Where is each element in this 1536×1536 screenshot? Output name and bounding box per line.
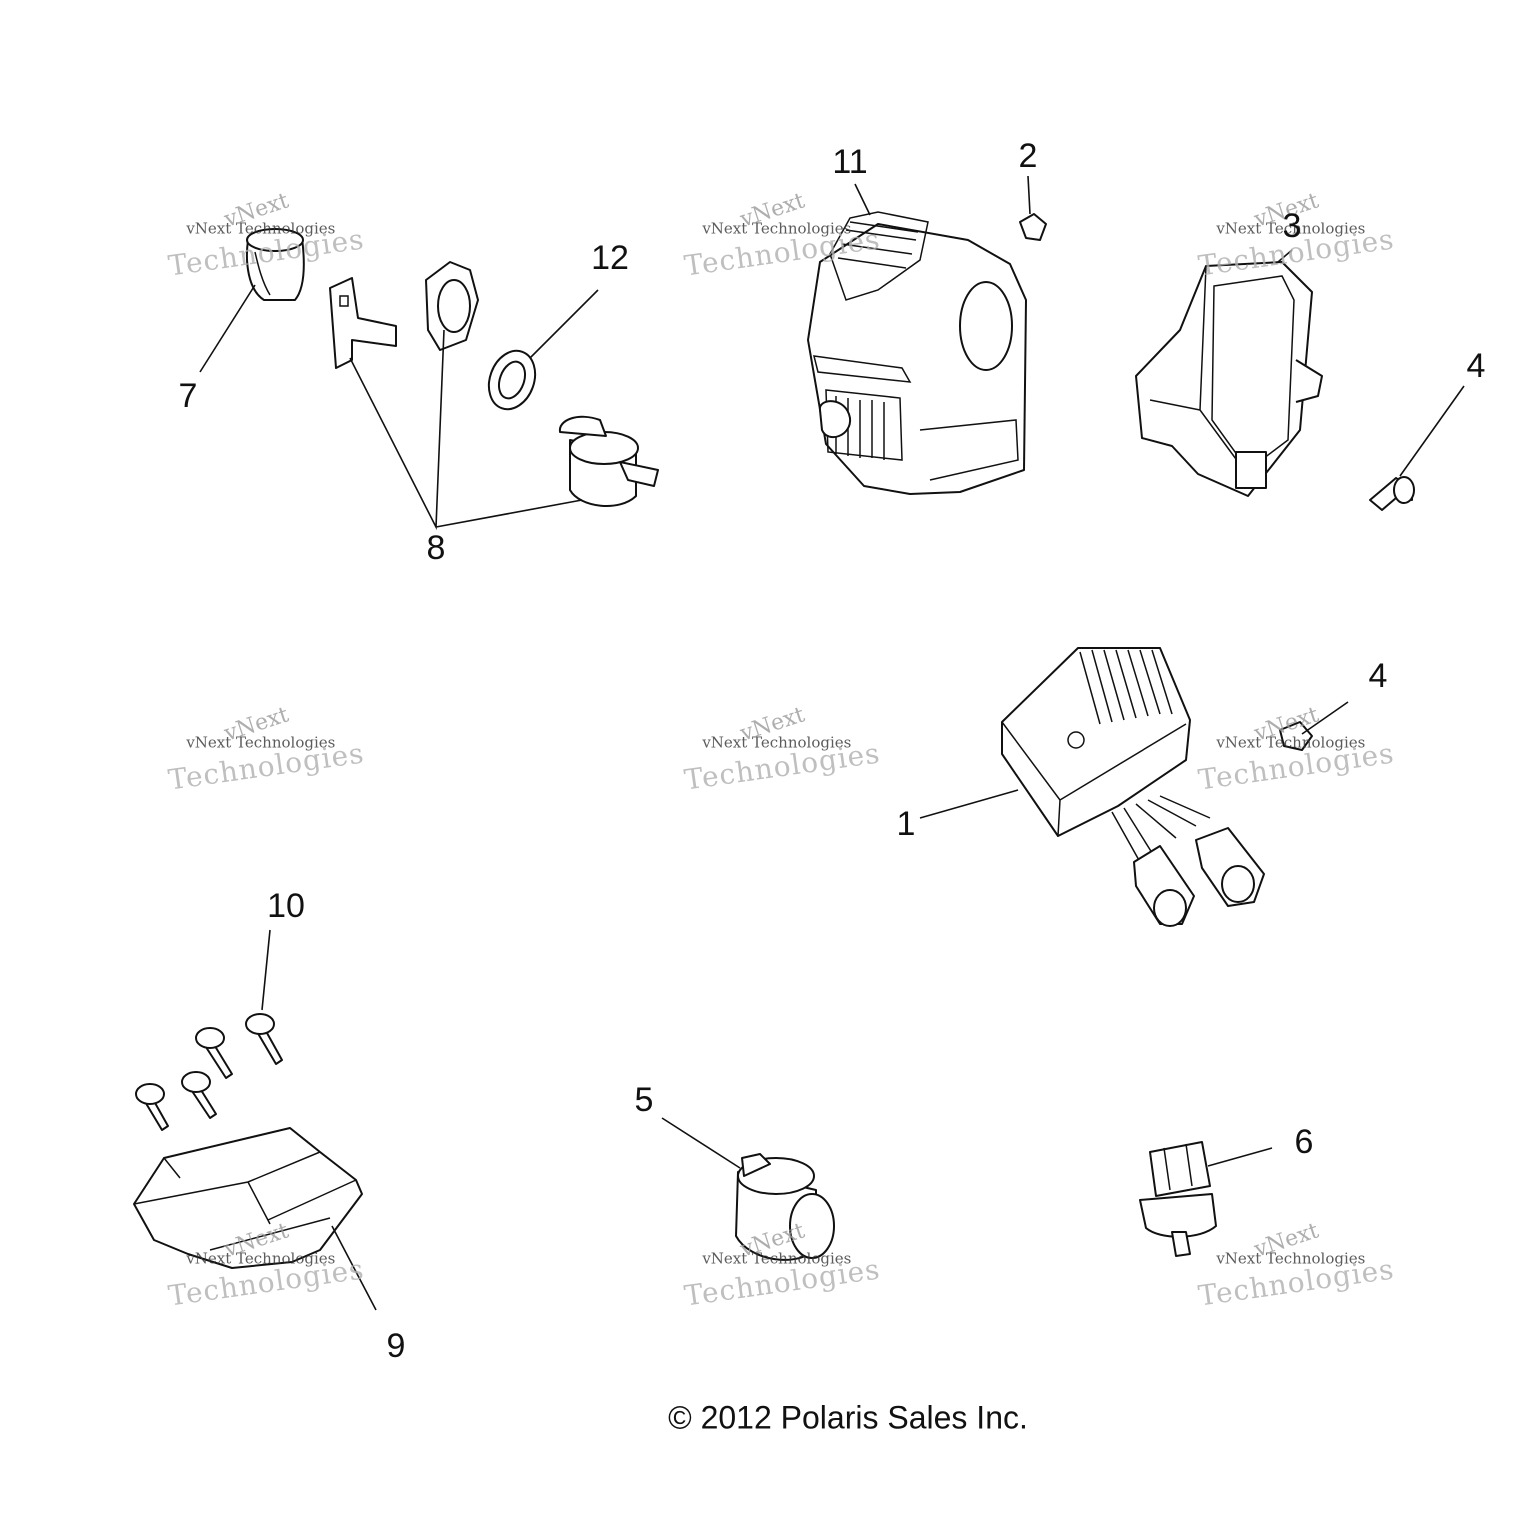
callout-12: 12 [591,239,629,277]
part-5-button [735,1153,835,1261]
part-8-nut [425,261,479,351]
copyright-text: © 2012 Polaris Sales Inc. [668,1399,1028,1436]
callout-1: 1 [896,805,916,843]
part-9-relay-box [133,1127,363,1269]
callout-11: 11 [832,143,868,181]
part-10-screws [135,1013,283,1131]
part-4-screw-upper [1369,476,1415,511]
part-4-screw-lower [1279,721,1313,751]
part-1-regulator [1001,647,1265,927]
part-3-module [1135,261,1323,497]
callout-2: 2 [1018,137,1038,175]
callout-10: 10 [267,887,305,925]
part-7-cap [245,228,305,301]
part-8-key [329,277,397,369]
callout-3: 3 [1282,207,1302,245]
callout-4-lower: 4 [1368,657,1388,695]
callout-5: 5 [634,1081,654,1119]
part-6-sensor [1139,1141,1217,1257]
callout-8: 8 [426,529,446,567]
leader-lines [199,175,1465,1311]
callout-6: 6 [1294,1123,1314,1161]
part-11-switch-housing [807,211,1027,495]
part-8-switch [558,415,659,507]
callout-9: 9 [386,1327,406,1365]
part-2-clip [1019,213,1047,241]
callout-7: 7 [178,377,198,415]
callout-4-upper: 4 [1466,347,1486,385]
part-12-washer [487,349,537,411]
